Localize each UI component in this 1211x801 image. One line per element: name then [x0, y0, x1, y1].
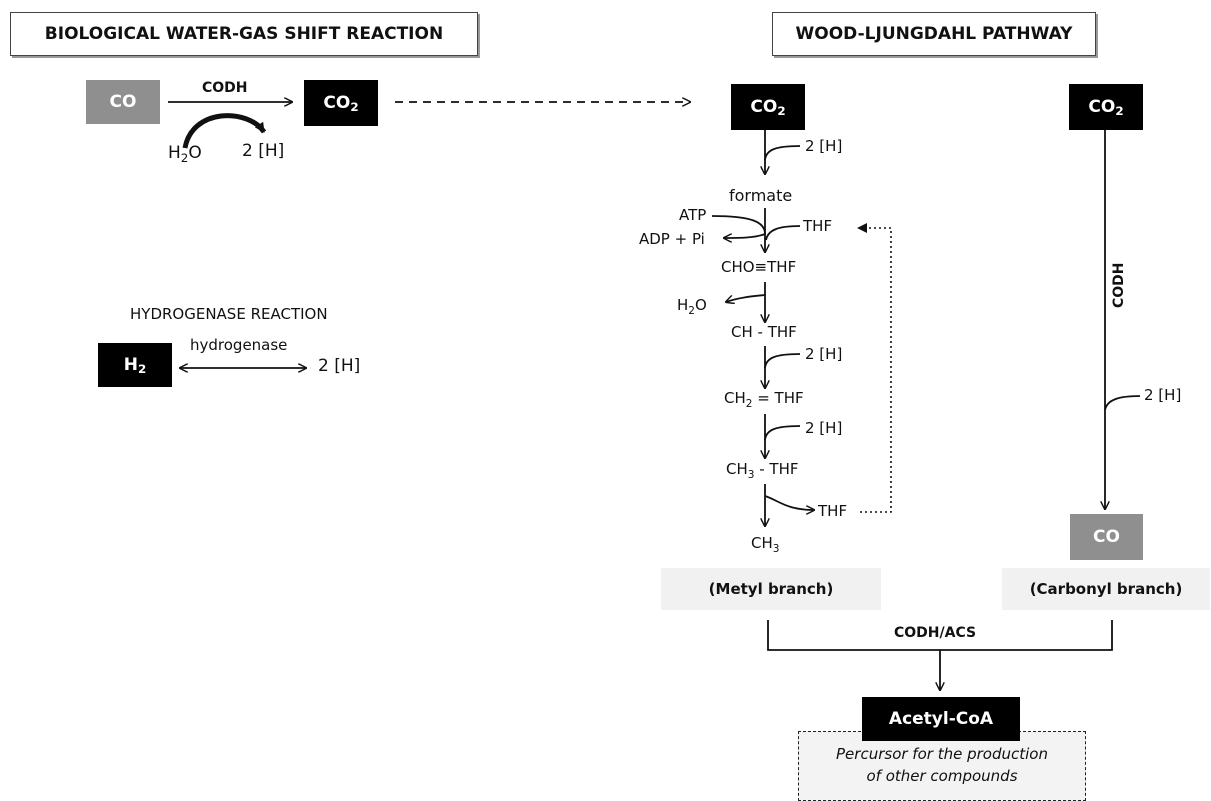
thf-recycle-line: [857, 223, 892, 513]
hydrogenase-enzyme-label: hydrogenase: [190, 336, 288, 354]
carbonyl-co-box: CO: [1070, 514, 1143, 560]
methyl-water-label: H2O: [677, 296, 707, 317]
title-water-gas-shift: BIOLOGICAL WATER-GAS SHIFT REACTION: [10, 12, 478, 56]
wgs-enzyme-label: CODH: [202, 80, 248, 96]
title-wood-ljungdahl: WOOD-LJUNGDAHL PATHWAY: [772, 12, 1096, 56]
methyl-h-3: 2 [H]: [805, 419, 843, 437]
note-line-1: Percursor for the production: [836, 745, 1048, 763]
methyl-h-2: 2 [H]: [805, 345, 843, 363]
precursor-note: Percursor for the production of other co…: [798, 731, 1086, 801]
carbonyl-branch-label: (Carbonyl branch): [1002, 568, 1210, 610]
acetyl-coa-box: Acetyl-CoA: [862, 697, 1020, 741]
carbonyl-h-label: 2 [H]: [1144, 386, 1182, 404]
atp-label: ATP: [679, 206, 707, 224]
hydrogenase-title: HYDROGENASE REACTION: [130, 305, 328, 323]
codh-acs-label: CODH/ACS: [894, 625, 977, 641]
wgs-hydrogen-label: 2 [H]: [242, 141, 285, 161]
formate-label: formate: [729, 186, 793, 205]
cho-thf-label: CHO≡THF: [721, 258, 797, 276]
methyl-h-1: 2 [H]: [805, 137, 843, 155]
ch-thf-label: CH - THF: [731, 323, 797, 341]
hydrogenase-product-label: 2 [H]: [318, 356, 361, 376]
wgs-water-arc: [182, 113, 267, 149]
ch3-thf-label: CH3 - THF: [726, 460, 799, 481]
note-line-2: of other compounds: [866, 766, 1018, 785]
adp-pi-label: ADP + Pi: [639, 230, 705, 248]
thf-output-label: THF: [818, 502, 848, 520]
methyl-branch-label: (Metyl branch): [661, 568, 881, 610]
thf-input-label: THF: [803, 217, 833, 235]
wgs-co-box: CO: [86, 80, 160, 124]
ch2-thf-label: CH2 = THF: [724, 389, 804, 410]
carbonyl-enzyme-label: CODH: [1111, 262, 1127, 308]
ch3-final-label: CH3: [751, 534, 780, 555]
wgs-water-label: H2O: [168, 143, 202, 166]
